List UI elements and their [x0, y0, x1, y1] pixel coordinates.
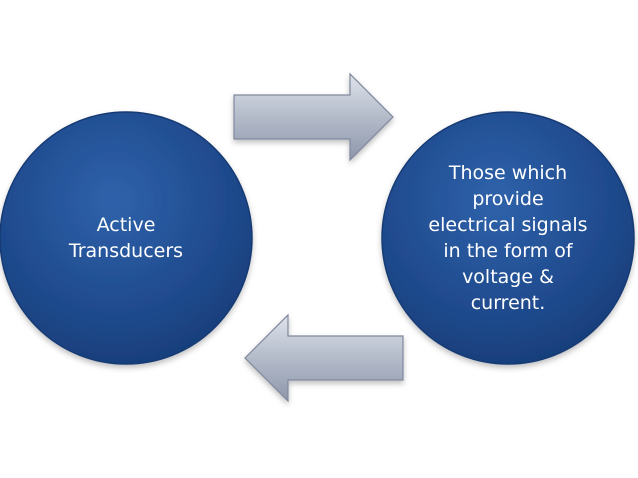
right-line: provide [472, 188, 544, 210]
right-line: current. [470, 292, 546, 314]
right-line: electrical signals [428, 214, 588, 236]
right-line: Those which [448, 162, 568, 184]
right-line: voltage & [462, 266, 554, 288]
left-line: Transducers [68, 240, 184, 262]
definition-label: Those which provide electrical signals i… [382, 110, 634, 366]
left-arrow [244, 313, 404, 403]
definition-circle [381, 111, 635, 365]
right-arrow [233, 72, 394, 162]
right-line: in the form of [443, 240, 573, 262]
active-transducers-circle [0, 111, 253, 365]
left-line: Active [96, 214, 156, 236]
active-transducers-label: Active Transducers [0, 110, 252, 366]
